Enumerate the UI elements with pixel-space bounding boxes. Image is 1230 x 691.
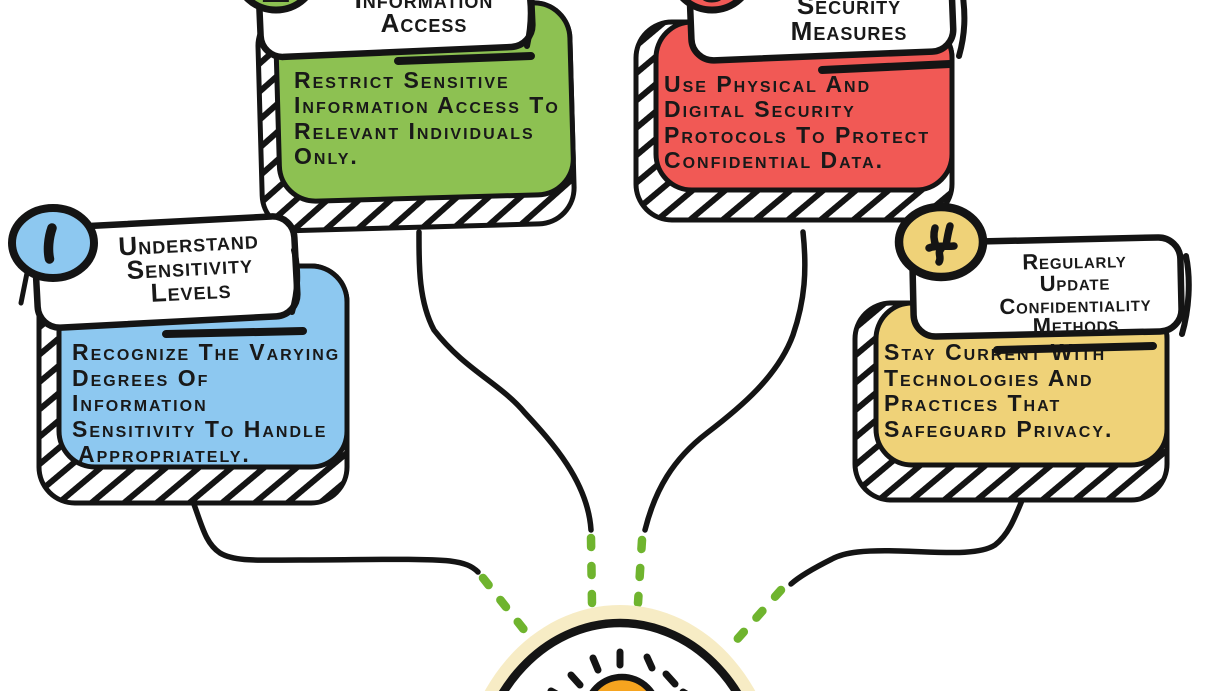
svg-text:Access: Access (381, 8, 468, 38)
svg-text:Confidentiality: Confidentiality (999, 291, 1152, 319)
svg-text:Regularly: Regularly (1022, 247, 1127, 274)
svg-text:Security: Security (797, 0, 901, 20)
svg-text:Recognize The Varying: Recognize The Varying (72, 339, 340, 365)
svg-text:Levels: Levels (150, 274, 232, 308)
svg-text:Sensitivity To Handle: Sensitivity To Handle (72, 416, 327, 442)
svg-text:3: 3 (697, 0, 727, 14)
svg-text:Information: Information (355, 0, 494, 14)
svg-text:Degrees Of: Degrees Of (72, 365, 209, 391)
svg-text:Relevant Individuals: Relevant Individuals (294, 118, 535, 144)
svg-text:Update: Update (1039, 270, 1110, 297)
svg-text:Measures: Measures (791, 16, 908, 46)
svg-text:Information: Information (72, 390, 208, 416)
svg-text:Use Physical And: Use Physical And (664, 71, 871, 97)
svg-text:Restrict Sensitive: Restrict Sensitive (294, 67, 510, 93)
svg-text:Appropriately.: Appropriately. (78, 441, 251, 467)
svg-text:Technologies And: Technologies And (884, 365, 1094, 391)
svg-text:Digital Security: Digital Security (664, 96, 856, 122)
svg-text:Information Access To: Information Access To (294, 92, 560, 118)
svg-text:Methods: Methods (1032, 311, 1119, 338)
svg-text:Safeguard Privacy.: Safeguard Privacy. (884, 416, 1113, 442)
svg-text:2: 2 (261, 0, 291, 14)
svg-text:Sensitivity: Sensitivity (126, 249, 254, 286)
svg-text:Confidential Data.: Confidential Data. (664, 147, 884, 173)
svg-text:Only.: Only. (294, 143, 359, 169)
svg-text:Practices That: Practices That (884, 390, 1061, 416)
svg-text:Understand: Understand (118, 224, 260, 261)
svg-text:Protocols To Protect: Protocols To Protect (664, 122, 930, 148)
